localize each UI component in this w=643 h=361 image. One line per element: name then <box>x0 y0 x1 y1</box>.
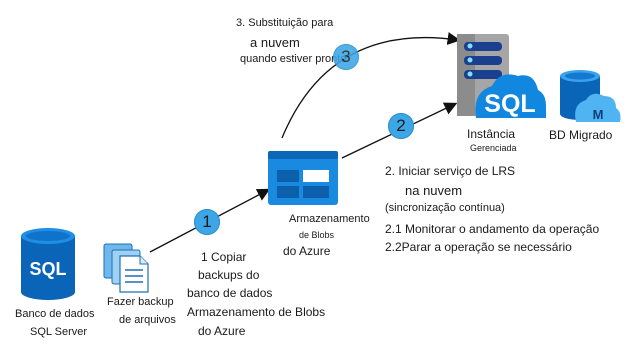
managed-instance-icon-text: SQL <box>484 90 535 118</box>
backup-label-line1: Fazer backup <box>107 296 174 308</box>
blob-storage-label-line3: do Azure <box>283 244 331 258</box>
migrated-database-icon-text: M <box>593 107 604 122</box>
blob-storage-label-line2: de Blobs <box>299 230 335 240</box>
step-2-line-3: (sincronização contínua) <box>385 202 505 214</box>
step-2-line-1: 2. Iniciar serviço de LRS <box>385 164 516 178</box>
managed-instance-label-line2: Gerenciada <box>470 143 517 153</box>
step-1-line-1: 1 Copiar <box>201 250 247 264</box>
backup-label-line2: de arquivos <box>119 314 176 326</box>
step-3-line-1: 3. Substituição para <box>236 17 334 29</box>
step-2-line-4: 2.1 Monitorar o andamento da operação <box>385 222 600 236</box>
sql-server-label-line2: SQL Server <box>30 326 88 338</box>
step-3-line-2: a nuvem <box>250 35 300 50</box>
step-1-badge: 1 <box>194 209 220 235</box>
managed-instance-label-line1: Instância <box>467 127 516 141</box>
step-1-line-5: do Azure <box>198 324 246 338</box>
step-2-line-2: na nuvem <box>405 183 463 198</box>
migrated-database-label: BD Migrado <box>549 128 613 142</box>
blob-storage-label-line1: Armazenamento <box>289 213 370 225</box>
sql-server-label-line1: Banco de dados <box>15 308 95 320</box>
sql-server-icon-text: SQL <box>29 259 66 279</box>
step-2-badge: 2 <box>388 113 414 139</box>
step-1-line-3: banco de dados <box>187 286 273 300</box>
step-1-line-4: Armazenamento de Blobs <box>187 305 326 319</box>
step-3-badge: 3 <box>333 44 359 70</box>
step-2-line-5: 2.2Parar a operação se necessário <box>385 240 572 254</box>
step-1-line-2: backups do <box>198 268 260 282</box>
step-3-line-3: quando estiver pronto <box>240 53 347 65</box>
